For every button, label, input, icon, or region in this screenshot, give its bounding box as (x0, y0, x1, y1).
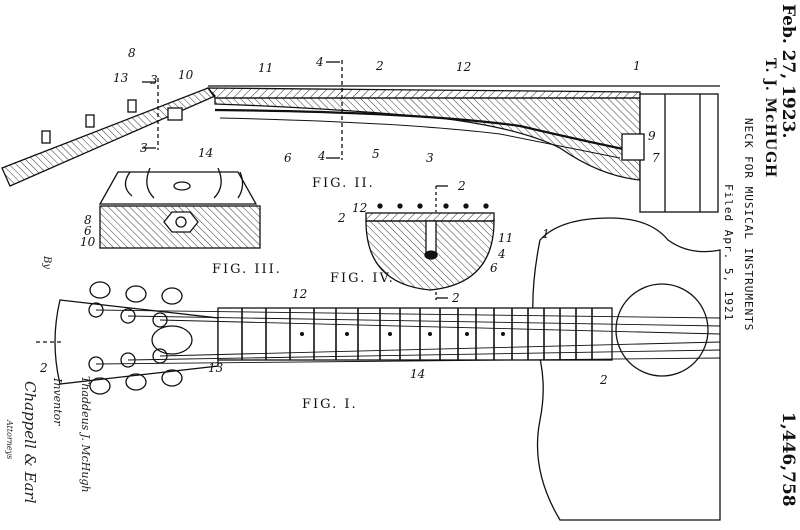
figure-captions: FIG. II. FIG. III. FIG. IV. FIG. I. (212, 176, 395, 412)
truss-rod-6 (214, 108, 629, 152)
by-caption: By (41, 256, 52, 269)
inventor-name: T. J. McHUGH (762, 58, 778, 179)
numeral-14-fig1: 14 (410, 367, 425, 381)
figure-4-neck-cross-section (365, 185, 495, 300)
caption-fig-3: FIG. III. (212, 262, 282, 277)
numeral-4: 4 (315, 55, 324, 69)
numeral-9: 9 (648, 129, 656, 143)
numeral-3c: 3 (426, 151, 434, 165)
numeral-6-fig3: 6 (84, 224, 92, 238)
reference-numerals: 1 2 3 4 3 4 5 6 3 7 8 9 10 11 12 13 14 8… (39, 46, 660, 387)
sound-hole (615, 283, 709, 377)
truss-rod-5 (219, 117, 621, 159)
strings (95, 309, 721, 365)
figure-3-nut-section (98, 167, 261, 249)
caption-fig-1: FIG. I. (302, 397, 358, 412)
nut-block (167, 107, 183, 121)
numeral-2-fig4-top: 2 (457, 179, 466, 193)
numeral-2-fig4: 2 (337, 211, 346, 225)
numeral-8-fig3: 8 (84, 213, 92, 227)
numeral-1: 1 (633, 59, 641, 73)
tuning-peg (41, 130, 51, 144)
headstock-section (1, 87, 217, 187)
inventor-caption: Inventor (51, 378, 64, 426)
numeral-6: 6 (284, 151, 292, 165)
numeral-2: 2 (375, 59, 384, 73)
patent-title: NECK FOR MUSICAL INSTRUMENTS (742, 118, 755, 332)
numeral-3b: 3 (140, 141, 148, 155)
numeral-2-fig1: 2 (39, 361, 48, 375)
figure-1-plan-view (36, 217, 721, 521)
numeral-10-fig3: 10 (80, 235, 96, 249)
numeral-4-fig4: 4 (497, 247, 506, 261)
neck-body (214, 97, 641, 181)
numeral-3: 3 (150, 73, 158, 87)
numeral-13: 13 (113, 71, 129, 85)
caption-fig-2: FIG. II. (312, 176, 375, 191)
numeral-12-fig1: 12 (292, 287, 307, 301)
rod-slot (425, 220, 437, 256)
numeral-7: 7 (652, 151, 660, 165)
tuning-peg (127, 99, 137, 113)
numeral-6-fig4: 6 (490, 261, 498, 275)
fingerboard-12 (206, 87, 641, 99)
numeral-1-fig1: 1 (542, 227, 550, 241)
fingerboard-plan (217, 307, 613, 361)
numeral-10: 10 (178, 68, 194, 82)
inventor-signature: Thaddeus J. McHugh (79, 376, 92, 493)
attorneys-caption: Attorneys (5, 420, 14, 460)
tuning-peg (85, 114, 95, 128)
patent-date: Feb. 27, 1923. (778, 4, 798, 139)
numeral-8: 8 (128, 46, 136, 60)
position-markers (300, 332, 505, 336)
numeral-13-fig1: 13 (208, 361, 224, 375)
numeral-12: 12 (456, 60, 471, 74)
numeral-2-fig4-bot: 2 (451, 291, 460, 305)
nut-top (98, 171, 258, 205)
guitar-body-outline (532, 217, 721, 521)
body-block (639, 93, 719, 213)
numeral-2-fig1b: 2 (599, 373, 608, 387)
figure-2-neck-section (1, 60, 720, 213)
numeral-14: 14 (198, 146, 213, 160)
patent-number: 1,446,758 (778, 412, 798, 507)
rod-nut-7 (621, 133, 645, 161)
caption-fig-4: FIG. IV. (330, 271, 395, 286)
numeral-12-fig4: 12 (352, 201, 367, 215)
numeral-4b: 4 (317, 149, 326, 163)
numeral-5: 5 (372, 147, 380, 161)
filed-date: Filed Apr. 5, 1921 (722, 184, 735, 322)
witness-signature: Chappell & Earl (21, 381, 39, 504)
fingerboard-12 (365, 212, 495, 222)
numeral-11: 11 (258, 61, 273, 75)
headstock-plan (54, 299, 219, 385)
numeral-11-fig4: 11 (498, 231, 513, 245)
